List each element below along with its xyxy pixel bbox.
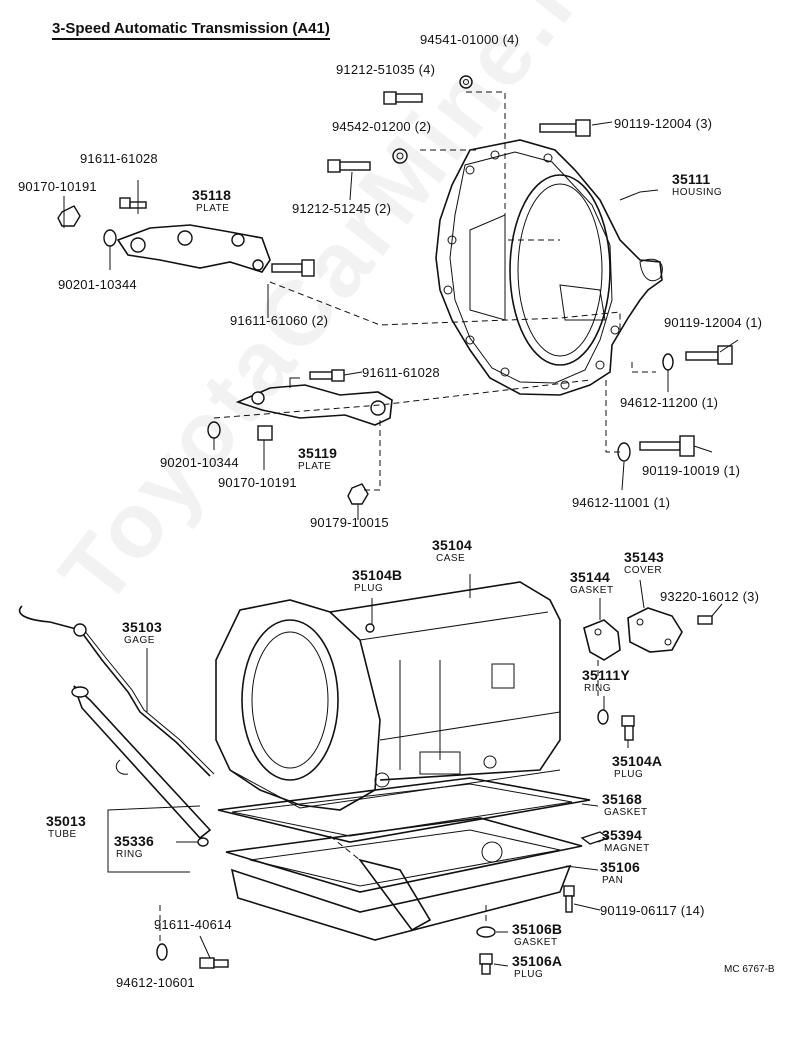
callout-35106A-name: PLUG <box>514 969 544 980</box>
callout-35394-name: MAGNET <box>604 843 650 854</box>
callout-35104: 35104 <box>432 537 472 553</box>
callout-35103-name: GAGE <box>124 635 155 646</box>
callout-35336: 35336 <box>114 833 154 849</box>
callout-35111Y: 35111Y <box>582 667 630 683</box>
callout-91611-40614: 91611-40614 <box>154 917 232 932</box>
callout-94612-11001: 94612-11001 (1) <box>572 495 671 510</box>
callout-35104A-name: PLUG <box>614 769 644 780</box>
callout-90179-10015: 90179-10015 <box>310 515 389 530</box>
leader-lines <box>63 121 739 967</box>
callout-35168-name: GASKET <box>604 807 648 818</box>
callout-35144: 35144 <box>570 569 610 585</box>
dipstick-tube-drawing <box>18 605 432 932</box>
callout-35394: 35394 <box>602 827 642 843</box>
callout-35111Y-name: RING <box>584 683 611 694</box>
pan-gasket-drawing <box>217 777 591 843</box>
callout-91611-61028-mid: 91611-61028 <box>362 365 440 380</box>
callout-35104A: 35104A <box>612 753 663 769</box>
callout-35168: 35168 <box>602 791 642 807</box>
callout-35143-name: COVER <box>624 565 663 576</box>
cover-gasket-drawing <box>583 607 683 661</box>
callout-35118: 35118 <box>192 187 232 203</box>
callout-35118-name: PLATE <box>196 203 230 214</box>
callout-94542-01200: 94542-01200 (2) <box>332 119 432 134</box>
plate-35118-drawing <box>116 224 271 273</box>
callout-35144-name: GASKET <box>570 585 614 596</box>
callout-35104B-name: PLUG <box>354 583 384 594</box>
callout-35336-name: RING <box>116 849 143 860</box>
callout-35111: 35111 <box>672 171 711 187</box>
callout-90170-10191-mid: 90170-10191 <box>218 475 297 490</box>
oil-pan-drawing <box>225 817 583 941</box>
callout-35104B: 35104B <box>352 567 403 583</box>
callout-91212-51035: 91212-51035 (4) <box>336 62 436 77</box>
callout-35106-name: PAN <box>602 875 624 886</box>
callout-35119-name: PLATE <box>298 461 332 472</box>
callout-35103: 35103 <box>122 619 162 635</box>
callout-90119-10019: 90119-10019 (1) <box>642 463 741 478</box>
hardware-drawings <box>57 75 733 975</box>
plate-35119-drawing <box>235 377 393 426</box>
callout-91611-61060: 91611-61060 (2) <box>230 313 329 328</box>
diagram-title: 3-Speed Automatic Transmission (A41) <box>52 20 330 40</box>
callout-93220-16012: 93220-16012 (3) <box>660 589 760 604</box>
callout-35013-name: TUBE <box>48 829 77 840</box>
callout-91611-61028-top: 91611-61028 <box>80 151 158 166</box>
callout-35106B: 35106B <box>512 921 563 937</box>
callout-35119: 35119 <box>298 445 338 461</box>
callout-94612-11200: 94612-11200 (1) <box>620 395 719 410</box>
assembly-lines <box>159 91 656 945</box>
callout-90119-06117: 90119-06117 (14) <box>600 903 705 918</box>
callout-35013: 35013 <box>46 813 86 829</box>
callout-35111-name: HOUSING <box>672 187 723 198</box>
callout-90201-10344-top: 90201-10344 <box>58 277 137 292</box>
callout-91212-51245: 91212-51245 (2) <box>292 201 392 216</box>
callout-94541-01000: 94541-01000 (4) <box>420 32 520 47</box>
callout-90170-10191-top: 90170-10191 <box>18 179 97 194</box>
callout-35106: 35106 <box>600 859 640 875</box>
callout-90119-12004-1: 90119-12004 (1) <box>664 315 763 330</box>
callout-35106A: 35106A <box>512 953 563 969</box>
callout-90201-10344-mid: 90201-10344 <box>160 455 239 470</box>
callout-90119-12004-3: 90119-12004 (3) <box>614 116 713 131</box>
figure-code: MC 6767-B <box>724 964 775 975</box>
callout-35143: 35143 <box>624 549 664 565</box>
callout-35106B-name: GASKET <box>514 937 558 948</box>
callout-35104-name: CASE <box>436 553 466 564</box>
callout-94612-10601: 94612-10601 <box>116 975 195 990</box>
